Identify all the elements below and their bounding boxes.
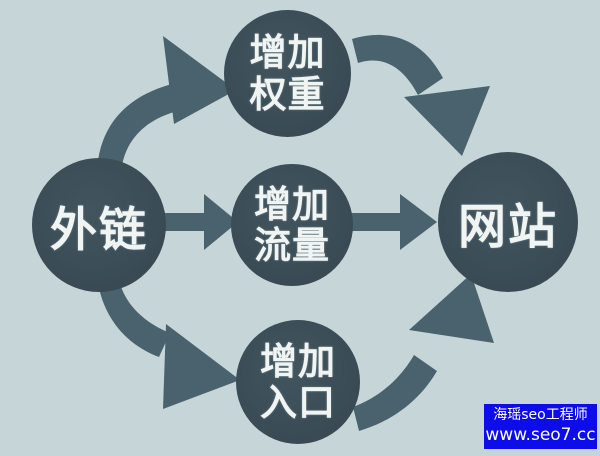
straight-arrow-liuliang-to-wangzhan-icon <box>348 194 437 250</box>
curved-arrow-wailian-to-quanzhong-icon <box>97 36 236 176</box>
node-zengjia-rukou: 增加 入口 <box>236 320 360 444</box>
straight-arrow-wailian-to-liuliang-icon <box>158 194 238 250</box>
node-wangzhan: 网站 <box>438 152 578 292</box>
node-wailian: 外链 <box>32 158 166 292</box>
node-zengjia-liuliang: 增加 流量 <box>231 164 353 286</box>
node-zengjia-quanzhong: 增加 权重 <box>224 10 351 137</box>
node-zengjia-rukou-label: 增加 入口 <box>260 339 336 424</box>
watermark-badge: 海瑶seo工程师 www.seo7.cc <box>484 404 597 449</box>
watermark-url-text: www.seo7.cc <box>485 424 596 445</box>
node-wailian-label: 外链 <box>50 202 148 258</box>
curved-arrow-rukou-to-wangzhan-icon <box>353 274 494 431</box>
node-zengjia-quanzhong-label: 增加 权重 <box>249 31 326 116</box>
watermark-brand-text: 海瑶seo工程师 <box>493 407 588 424</box>
node-zengjia-liuliang-label: 增加 流量 <box>254 182 330 267</box>
curved-arrow-quanzhong-to-wangzhan-icon <box>352 34 490 156</box>
curved-arrow-wailian-to-rukou-icon <box>96 268 240 409</box>
node-wangzhan-label: 网站 <box>457 199 558 255</box>
